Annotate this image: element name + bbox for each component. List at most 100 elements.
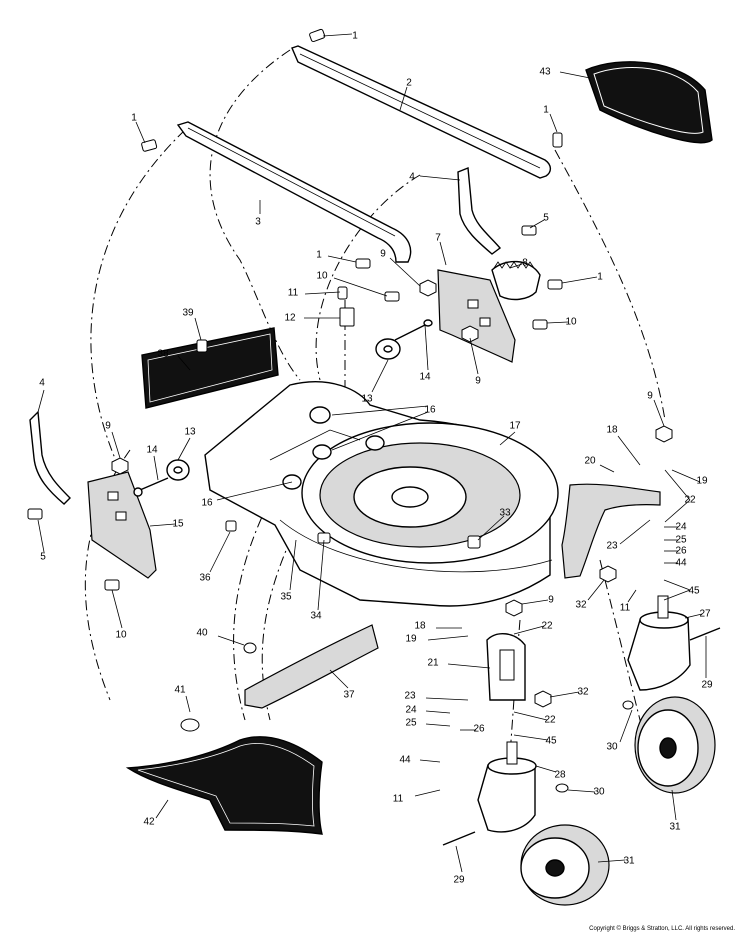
callout-45: 45 [545,736,557,747]
callout-31: 31 [669,822,681,833]
callout-10: 10 [115,630,127,641]
rear-flap [141,327,279,409]
callout-27: 27 [699,609,711,620]
callout-1: 1 [316,250,322,261]
callout-31: 31 [623,856,635,867]
callout-30: 30 [593,787,605,798]
pivot-bolt-front [133,477,169,497]
callout-13: 13 [361,394,373,405]
callout-10: 10 [565,317,577,328]
hardware-bolts-nuts [27,28,673,793]
callout-29: 29 [701,680,713,691]
upper-handle-rod [291,45,552,179]
callout-14: 14 [146,445,158,456]
callout-23: 23 [404,691,416,702]
callout-18: 18 [606,425,618,436]
height-adjust-plate-front [87,471,157,579]
callout-19: 19 [405,634,417,645]
callout-9: 9 [475,376,481,387]
callout-18: 18 [414,621,426,632]
callout-44: 44 [399,755,411,766]
rear-wheel-bracket [561,483,661,579]
callout-21: 21 [427,658,439,669]
callout-17: 17 [509,421,521,432]
pivot-bolt-rear [394,319,433,341]
callout-19: 19 [696,476,708,487]
callout-37: 37 [343,690,355,701]
callout-16: 16 [424,405,436,416]
lower-handle-rod [176,121,412,263]
callout-2: 2 [406,78,412,89]
axle-pin-rear [689,627,721,641]
wheel-front-right [520,824,610,906]
callout-25: 25 [405,718,417,729]
callout-1: 1 [131,113,137,124]
callout-11: 11 [393,794,404,805]
axle-pin-front [442,831,476,846]
callout-8: 8 [522,258,528,269]
callout-32: 32 [575,600,587,611]
callout-43: 43 [539,67,551,78]
callout-45: 45 [688,586,700,597]
rear-baffle-plate [585,61,713,144]
swivel-bracket-front [486,633,526,701]
callout-24: 24 [675,522,687,533]
callout-22: 22 [544,715,556,726]
chute-deflector [244,624,379,709]
callout-12: 12 [284,313,296,324]
callout-20: 20 [584,456,596,467]
callout-32: 32 [577,687,589,698]
callout-28: 28 [554,770,566,781]
callout-16: 16 [201,498,213,509]
callout-11: 11 [620,603,631,614]
callout-3: 3 [255,217,261,228]
callout-leader-lines [37,33,707,873]
callout-42: 42 [143,817,155,828]
callout-39: 39 [182,308,194,319]
caster-fork-rear [627,595,691,691]
callout-9: 9 [647,391,653,402]
wheel-adapter-front [166,459,190,481]
callout-33: 33 [499,508,511,519]
mower-deck-housing [204,381,559,607]
callout-29: 29 [453,875,465,886]
callout-9: 9 [380,249,386,260]
caster-fork-front [477,741,537,833]
callout-23: 23 [606,541,618,552]
callout-15: 15 [172,519,184,530]
callout-5: 5 [543,213,549,224]
callout-34: 34 [310,611,322,622]
callout-1: 1 [597,272,603,283]
callout-9: 9 [105,421,111,432]
callout-7: 7 [435,233,441,244]
callout-1: 1 [543,105,549,116]
callout-22: 22 [684,495,696,506]
callout-9: 9 [548,595,554,606]
callout-5: 5 [40,552,46,563]
callout-1: 1 [352,31,358,42]
wheel-rear-right [634,696,716,794]
callout-35: 35 [280,592,292,603]
callout-30: 30 [606,742,618,753]
height-adjust-plate-rear [437,269,516,363]
copyright-notice: Copyright © Briggs & Stratton, LLC. All … [589,926,735,932]
callout-36: 36 [199,573,211,584]
callout-22: 22 [541,621,553,632]
adjuster-gear-sector [491,260,541,301]
callout-13: 13 [184,427,196,438]
handle-bracket-left [29,410,71,505]
side-discharge-chute [125,736,323,835]
callout-38: 38 [157,349,169,360]
callout-24: 24 [405,705,417,716]
callout-11: 11 [288,288,299,299]
wheel-adapter-rear [375,338,401,360]
callout-26: 26 [675,546,687,557]
callout-26: 26 [473,724,485,735]
callout-44: 44 [675,558,687,569]
callout-10: 10 [316,271,328,282]
callout-4: 4 [39,378,45,389]
callout-40: 40 [196,628,208,639]
callout-14: 14 [419,372,431,383]
